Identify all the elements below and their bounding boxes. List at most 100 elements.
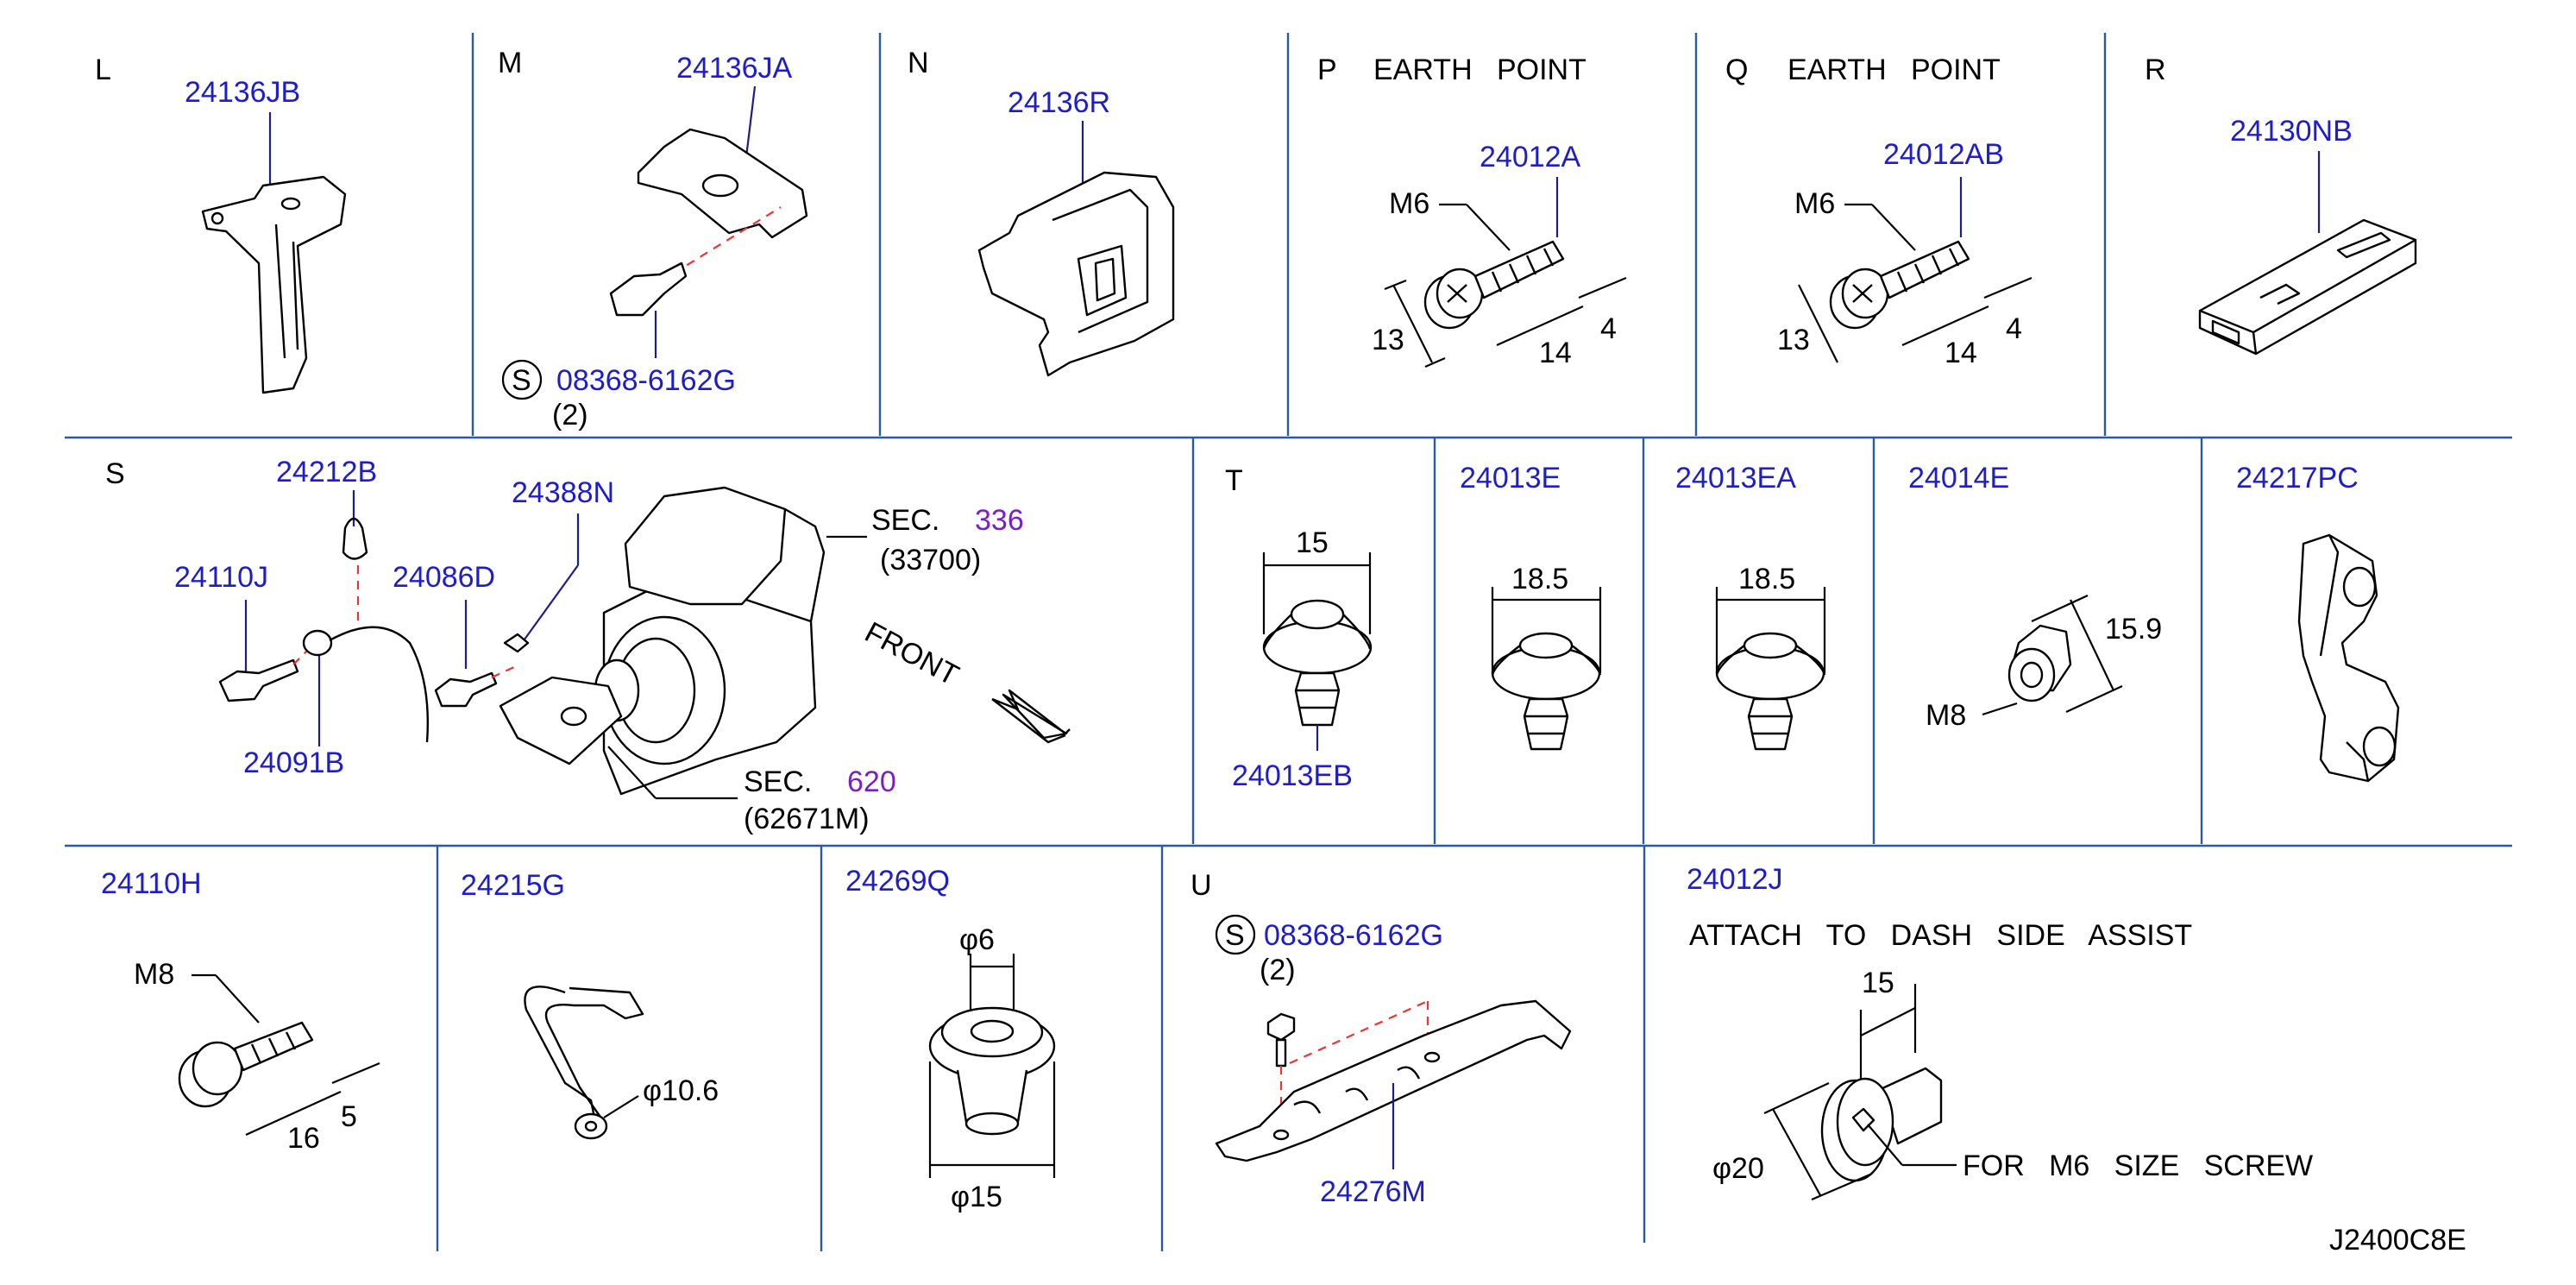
band-drawing	[329, 626, 430, 743]
part-number[interactable]: 24012AB	[1883, 138, 2004, 171]
panel-letter: U	[1191, 869, 1212, 902]
part-number[interactable]: 24136JB	[185, 76, 300, 109]
quantity: (2)	[1260, 954, 1296, 986]
part-number[interactable]: 24013EA	[1675, 462, 1796, 494]
bolt-drawing	[1266, 1012, 1296, 1068]
bracket-drawing	[637, 128, 808, 239]
part-number[interactable]: 24014E	[1908, 462, 2009, 494]
sec-top-ref: (33700)	[880, 544, 981, 576]
panel-24013E: 24013E 18.5	[1460, 462, 1602, 751]
part-bracket-bolt[interactable]: 24086D	[393, 561, 495, 594]
dim-tip: 4	[1600, 312, 1617, 345]
part-number[interactable]: 24110H	[101, 867, 202, 900]
panel-P: P EARTH POINT 24012A M6 13 14 4	[1317, 54, 1627, 369]
protector-drawing	[977, 171, 1175, 377]
connector-drawing	[2198, 218, 2417, 356]
part-band[interactable]: 24091B	[243, 746, 344, 779]
panel-title: EARTH POINT	[1787, 54, 2001, 86]
bolt-drawing	[218, 658, 299, 702]
part-number[interactable]: 24269Q	[845, 865, 950, 898]
panel-L: L 24136JB	[95, 54, 347, 394]
attach-note: ATTACH TO DASH SIDE ASSIST	[1689, 919, 2192, 952]
bolt-part-number[interactable]: 08368-6162G	[1264, 919, 1443, 952]
bracket-drawing	[201, 175, 347, 394]
earth-bolt-drawing	[1829, 240, 1970, 330]
dim-length: 15	[1862, 967, 1894, 999]
part-number[interactable]: 24215G	[461, 869, 565, 902]
part-number[interactable]: 24136R	[1008, 86, 1110, 119]
thread-size: M6	[1794, 187, 1835, 220]
dim-tip: 4	[2006, 312, 2022, 345]
panel-letter: S	[105, 457, 125, 490]
dim-length: 16	[287, 1122, 320, 1155]
part-number[interactable]: 24217PC	[2236, 462, 2359, 494]
sec-top-label: SEC.	[871, 504, 939, 537]
protector-drawing	[1215, 999, 1572, 1162]
panel-letter: M	[498, 47, 522, 79]
clip-drawing	[1715, 632, 1826, 751]
sec-bot-number[interactable]: 620	[847, 765, 896, 798]
panel-T: T 15 24013EB	[1225, 464, 1373, 792]
part-number[interactable]: 24013EB	[1232, 759, 1353, 792]
dim-inner: φ6	[959, 923, 995, 956]
dim-tip: 5	[341, 1100, 357, 1133]
panel-letter: R	[2145, 54, 2166, 86]
drawing-code: J2400C8E	[2329, 1224, 2466, 1257]
part-number[interactable]: 24136JA	[676, 52, 793, 85]
part-number[interactable]: 24012A	[1480, 141, 1581, 173]
sec-bot-label: SEC.	[744, 765, 812, 798]
dim-hole: φ10.6	[643, 1074, 719, 1107]
dim-height: 15.9	[2105, 613, 2162, 646]
panel-Q: Q EARTH POINT 24012AB M6 13 14 4	[1725, 54, 2033, 369]
front-arrow-icon	[991, 689, 1071, 744]
thread-size: M6	[1389, 187, 1429, 220]
clamp-drawing	[524, 986, 644, 1123]
panel-24014E: 24014E 15.9 M8	[1908, 462, 2162, 732]
clip-drawing	[1491, 632, 1602, 751]
s-symbol: S	[1225, 919, 1245, 952]
part-number[interactable]: 24130NB	[2230, 115, 2353, 148]
dim-head: 13	[1372, 324, 1404, 356]
dim-outer: φ15	[951, 1181, 1002, 1213]
dim-length: 14	[1945, 337, 1977, 369]
part-connector[interactable]: 24388N	[512, 476, 614, 509]
panel-title: EARTH POINT	[1373, 54, 1586, 86]
part-clip[interactable]: 24212B	[276, 456, 377, 488]
part-number[interactable]: 24013E	[1460, 462, 1561, 494]
clip-nut-drawing	[1820, 1067, 1943, 1182]
panel-S: S 24212B 24110J 24091B 24086D 24388N SEC…	[105, 456, 1071, 835]
dim-diameter: φ20	[1712, 1152, 1764, 1185]
panel-24269Q: 24269Q φ6 φ15	[845, 865, 1056, 1213]
nut-drawing	[2007, 624, 2072, 702]
dim-width: 18.5	[1511, 563, 1568, 595]
panel-24215G: 24215G φ10.6	[461, 869, 719, 1140]
panel-letter: T	[1225, 464, 1243, 497]
part-number[interactable]: 24012J	[1687, 863, 1783, 896]
bolt-part-number[interactable]: 08368-6162G	[556, 364, 736, 397]
sec-top-number[interactable]: 336	[975, 504, 1024, 537]
panel-24012J: 24012J ATTACH TO DASH SIDE ASSIST 15 φ20…	[1687, 863, 2313, 1201]
part-bolt[interactable]: 24110J	[174, 561, 268, 594]
sec-bot-ref: (62671M)	[744, 803, 870, 835]
clip-drawing	[342, 517, 368, 560]
dim-length: 14	[1539, 337, 1572, 369]
panel-N: N 24136R	[908, 47, 1175, 377]
dim-head: 13	[1777, 324, 1810, 356]
part-number[interactable]: 24276M	[1320, 1175, 1426, 1208]
grommet-drawing	[928, 1006, 1056, 1136]
panel-24110H: 24110H M8 16 5	[101, 867, 380, 1155]
dim-width: 18.5	[1738, 563, 1795, 595]
clip-drawing	[1262, 599, 1373, 727]
screw-callout: FOR M6 SIZE SCREW	[1963, 1150, 2313, 1182]
bolt-drawing	[609, 261, 688, 317]
panel-24013EA: 24013EA 18.5	[1675, 462, 1826, 751]
thread-size: M8	[134, 958, 174, 991]
panel-U: U S 08368-6162G (2) 24276M	[1191, 869, 1572, 1208]
panel-grid	[65, 33, 2512, 1251]
dim-width: 15	[1296, 526, 1329, 559]
panel-letter: L	[95, 54, 111, 86]
panel-M: M 24136JA S 08368-6162G (2)	[498, 47, 808, 431]
s-symbol: S	[512, 364, 531, 397]
